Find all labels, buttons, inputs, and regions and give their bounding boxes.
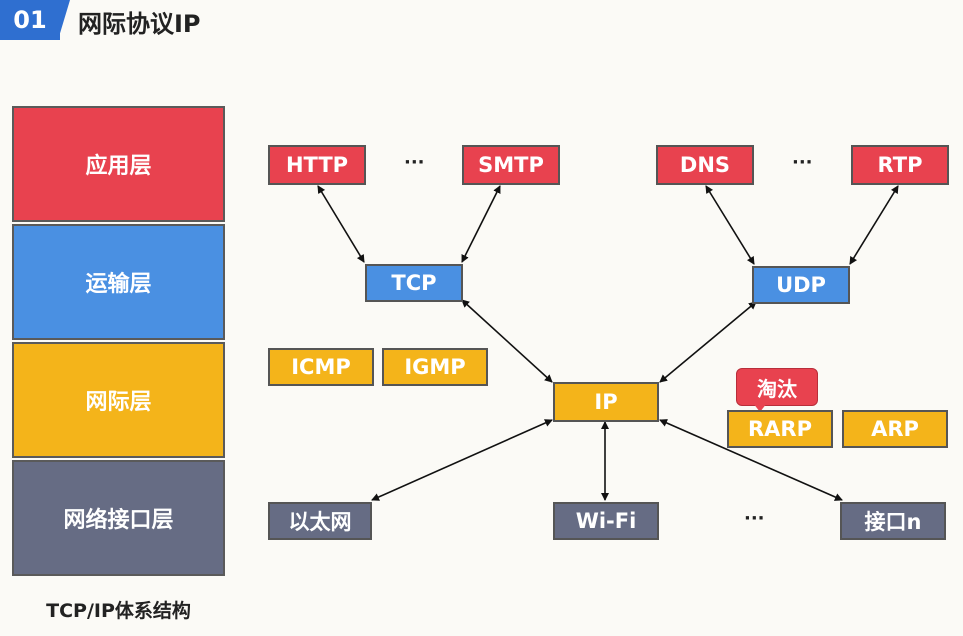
layer-network-interface: 网络接口层 xyxy=(12,460,225,576)
arrow-smtp-tcp xyxy=(461,185,501,263)
protocol-arp: ARP xyxy=(842,410,948,448)
arrow-udp-ip xyxy=(659,301,757,383)
protocol-icmp: ICMP xyxy=(268,348,374,386)
arrow-http-tcp xyxy=(317,185,365,263)
application-ellipsis-right: ··· xyxy=(792,152,813,173)
obsolete-tag-pointer xyxy=(753,403,767,412)
interface-n: 接口n xyxy=(840,502,946,540)
protocol-tcp: TCP xyxy=(365,264,463,302)
obsolete-tag: 淘汰 xyxy=(736,368,818,406)
protocol-rarp: RARP xyxy=(727,410,833,448)
interface-ethernet: 以太网 xyxy=(268,502,372,540)
arrow-dns-udp xyxy=(705,185,755,265)
arrow-rtp-udp xyxy=(849,185,899,265)
layer-transport: 运输层 xyxy=(12,224,225,340)
protocol-http: HTTP xyxy=(268,145,366,185)
section-number-badge: 01 xyxy=(0,0,60,40)
stack-caption: TCP/IP体系结构 xyxy=(46,600,191,622)
protocol-rtp: RTP xyxy=(851,145,949,185)
protocol-dns: DNS xyxy=(656,145,754,185)
arrow-ip-ethernet xyxy=(371,419,553,501)
protocol-udp: UDP xyxy=(752,266,850,304)
slide-title: 网际协议IP xyxy=(78,10,201,38)
application-ellipsis-left: ··· xyxy=(404,152,425,173)
layer-application: 应用层 xyxy=(12,106,225,222)
arrow-ip-interface-n xyxy=(659,419,843,501)
protocol-ip: IP xyxy=(553,382,659,422)
interface-ellipsis: ··· xyxy=(744,508,765,529)
protocol-igmp: IGMP xyxy=(382,348,488,386)
interface-wifi: Wi-Fi xyxy=(553,502,659,540)
layer-internet: 网际层 xyxy=(12,342,225,458)
arrow-tcp-ip xyxy=(461,299,553,383)
protocol-smtp: SMTP xyxy=(462,145,560,185)
badge-slant-decoration xyxy=(58,0,70,40)
